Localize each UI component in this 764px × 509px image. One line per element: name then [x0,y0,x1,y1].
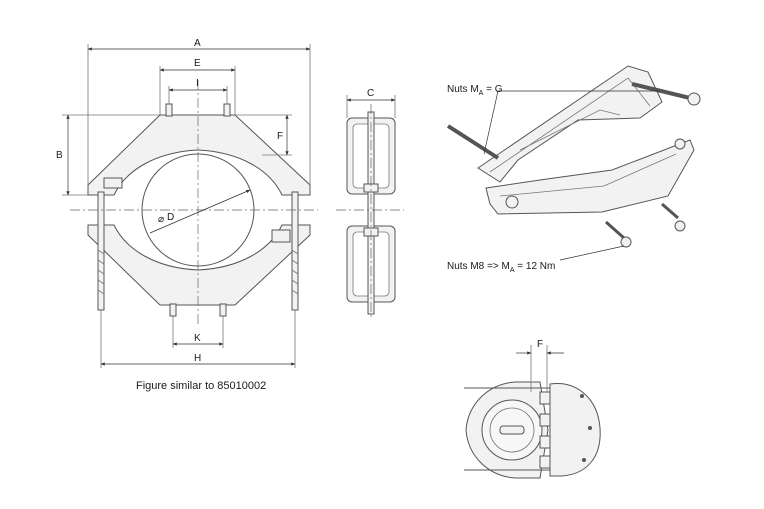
isometric-view: Nuts MA = G Nuts M8 => MA = 12 Nm [446,65,701,274]
side-view: C [336,88,404,320]
iso-nut-right [674,220,686,232]
upper-stud-right [223,103,231,117]
dim-label-a: A [194,38,201,49]
dim-label-c: C [367,88,374,99]
iso-upper-jaw [477,65,663,183]
dim-label-e: E [194,58,201,69]
dim-label-f: F [277,131,283,142]
lower-stud-left [169,303,177,317]
iso-nut-left [620,236,632,248]
detail-dim-label-f: F [537,339,543,350]
figure-caption: Figure similar to 85010002 [136,380,266,392]
detail-open-jaw [549,383,601,477]
iso-bolt-right [631,82,691,100]
nuts-g-label: Nuts MA = G [447,84,503,97]
front-view: A E I B F ⌀ D K H [56,38,318,368]
lower-stud-right [219,303,227,317]
iso-bolt-left [446,124,500,160]
dim-label-h: H [194,353,201,364]
nuts-m8-label: Nuts M8 => MA = 12 Nm [447,261,555,274]
detail-view: F [464,339,601,479]
nut-top-left [103,177,123,189]
diameter-symbol: ⌀ [158,214,164,225]
nut-bottom-right [271,229,291,243]
dim-label-d: D [167,212,174,223]
iso-lower-jaw [485,139,695,215]
dim-label-i: I [196,78,199,89]
upper-stud-left [165,103,173,117]
dim-label-k: K [194,333,201,344]
dim-label-b: B [56,150,63,161]
